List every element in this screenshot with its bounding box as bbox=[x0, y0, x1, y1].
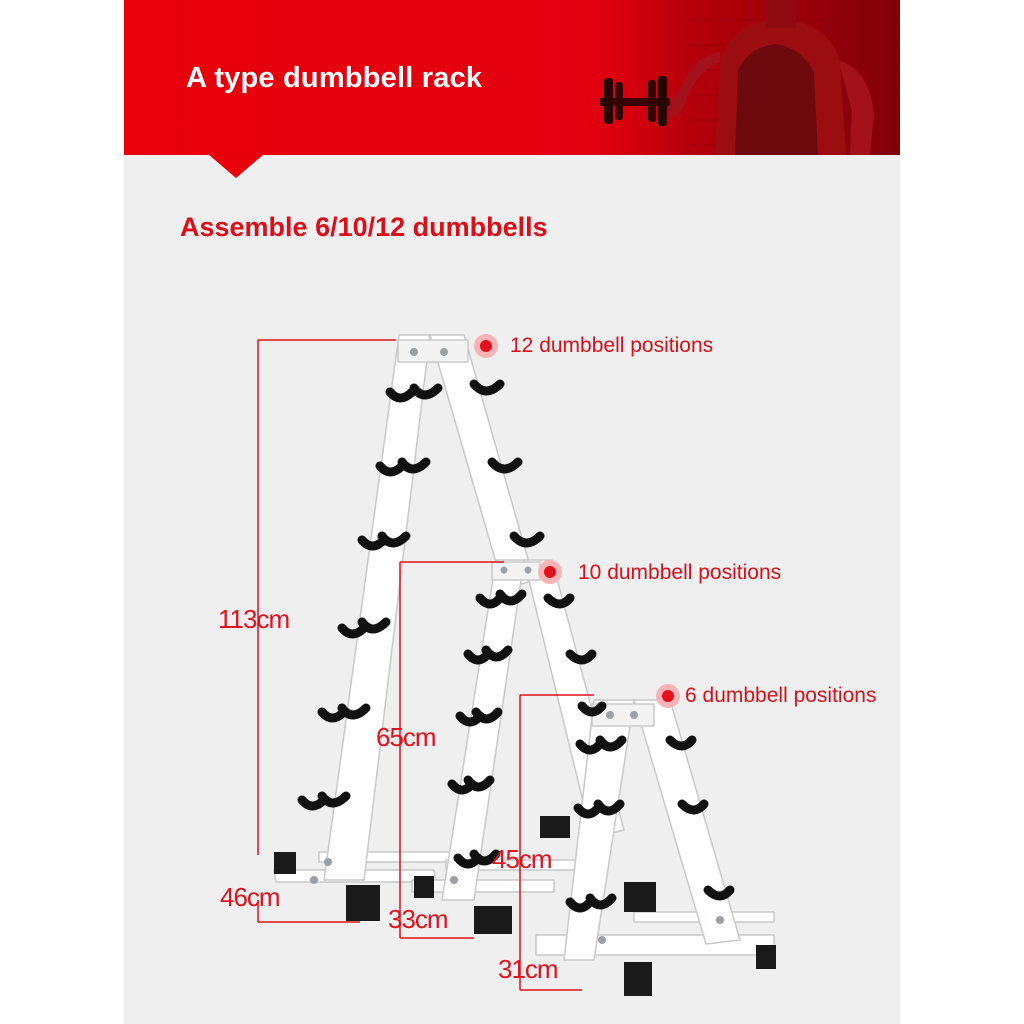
rack-6-height-label: 45cm bbox=[492, 844, 553, 874]
product-panel: A type dumbbell rack Assemble 6/10/12 du… bbox=[124, 0, 900, 1024]
rack-diagram bbox=[257, 334, 776, 996]
header-banner: A type dumbbell rack bbox=[124, 0, 900, 155]
rack-hooks bbox=[297, 379, 735, 913]
rack-12-width-label: 46cm bbox=[220, 882, 281, 912]
banner-notch bbox=[208, 154, 264, 178]
marker-10-icon bbox=[538, 560, 562, 584]
rack-6-positions-label: 6 dumbbell positions bbox=[685, 684, 877, 707]
rack-6-width-label: 31cm bbox=[498, 954, 559, 984]
athlete-photo bbox=[570, 0, 900, 155]
subtitle: Assemble 6/10/12 dumbbells bbox=[180, 212, 548, 242]
marker-12-icon bbox=[474, 334, 498, 358]
banner-title: A type dumbbell rack bbox=[186, 62, 483, 94]
marker-6-icon bbox=[656, 684, 680, 708]
rack-12-height-label: 113cm bbox=[218, 604, 290, 634]
rack-10-width-label: 33cm bbox=[388, 904, 449, 934]
position-markers bbox=[474, 334, 680, 708]
dimension-lines bbox=[257, 339, 594, 991]
rack-6-frame bbox=[535, 699, 776, 996]
rack-bolts bbox=[310, 348, 724, 944]
rack-10-height-label: 65cm bbox=[376, 722, 437, 752]
rack-10-positions-label: 10 dumbbell positions bbox=[578, 561, 782, 584]
rack-12-positions-label: 12 dumbbell positions bbox=[510, 334, 714, 357]
dumbbell-icon bbox=[600, 76, 670, 126]
